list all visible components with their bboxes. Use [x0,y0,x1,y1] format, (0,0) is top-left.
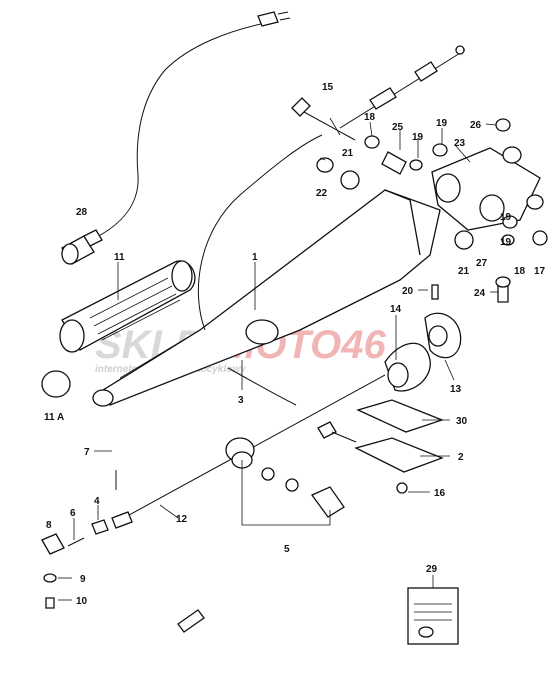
caution-label-plate [407,587,459,645]
label-18-top: 18 [364,112,376,123]
label-14: 14 [390,304,402,315]
label-10: 10 [76,596,88,607]
label-29: 29 [426,564,438,575]
leader-lines [58,117,498,601]
label-6: 6 [70,508,76,519]
grip-cap [41,370,71,398]
label-19-c: 19 [500,237,512,248]
label-19-d: 19 [500,212,512,223]
label-12: 12 [176,514,188,525]
label-25: 25 [392,122,404,133]
label-3: 3 [238,395,244,406]
label-7: 7 [84,447,90,458]
label-26: 26 [470,120,482,131]
label-9: 9 [80,574,86,585]
handle-grip [59,260,196,353]
shift-rod [111,374,386,529]
part-labels: 1 2 3 4 5 6 7 8 9 10 11 11 A 12 13 14 15… [44,82,546,607]
label-20: 20 [402,286,414,297]
label-18-bottom: 18 [514,266,526,277]
label-22: 22 [316,188,328,199]
label-8: 8 [46,520,52,531]
shift-cable [339,45,466,129]
tiller-arm [92,189,441,407]
label-11a: 11 A [44,412,64,423]
label-23: 23 [454,138,466,149]
label-5: 5 [284,544,290,555]
cover-plates [354,399,444,494]
label-27: 27 [476,258,488,269]
label-1: 1 [252,252,258,263]
label-28: 28 [76,207,88,218]
front-arrow-icon [177,609,205,633]
throttle-cable [61,11,291,265]
label-19-b: 19 [436,118,448,129]
knob-hardware [41,470,117,609]
label-16: 16 [434,488,446,499]
bracket-hardware [316,118,548,303]
shift-rod-cable [227,367,297,406]
pivot-bracket [431,146,544,231]
label-2: 2 [458,452,464,463]
bolt-15 [291,97,356,141]
label-21-top: 21 [342,148,354,159]
label-19-a: 19 [412,132,424,143]
label-24: 24 [474,288,486,299]
label-13: 13 [450,384,462,395]
label-21-bottom: 21 [458,266,470,277]
label-17: 17 [534,266,546,277]
inner-cable [197,134,323,331]
label-4: 4 [94,496,100,507]
label-15: 15 [322,82,334,93]
label-30: 30 [456,416,468,427]
label-11: 11 [114,252,125,263]
